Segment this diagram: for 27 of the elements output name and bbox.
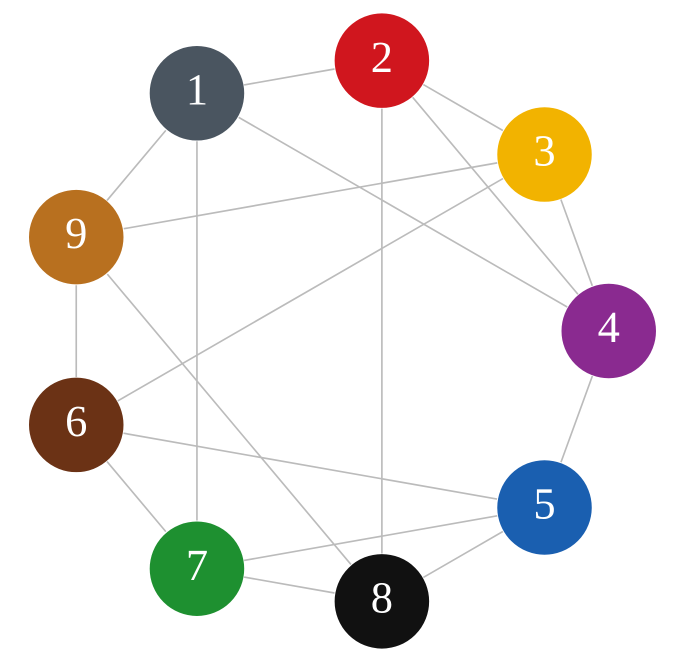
connector <box>243 576 334 594</box>
node-circle: 6 <box>27 376 124 474</box>
connector <box>243 514 497 562</box>
node-circle: 4 <box>560 282 657 380</box>
connector <box>123 162 497 230</box>
node-circle: 1 <box>148 44 245 142</box>
connector <box>74 285 77 378</box>
connector <box>422 530 503 578</box>
node-circle: 3 <box>496 106 592 203</box>
node-circle: 2 <box>333 12 430 109</box>
connector <box>422 84 503 132</box>
connector <box>560 376 593 463</box>
connector <box>560 199 593 286</box>
connector <box>106 274 352 565</box>
connector <box>116 178 503 402</box>
connector <box>106 130 166 201</box>
connector <box>243 68 334 86</box>
connector <box>196 141 198 521</box>
node-circle: 7 <box>148 520 245 618</box>
node-circle: 9 <box>27 188 124 286</box>
node-circle: 5 <box>496 459 592 556</box>
connector <box>106 461 166 532</box>
connector <box>122 432 497 500</box>
node-circle: 8 <box>333 553 430 650</box>
connector <box>380 108 382 554</box>
connector <box>412 96 578 295</box>
connector <box>238 116 568 308</box>
